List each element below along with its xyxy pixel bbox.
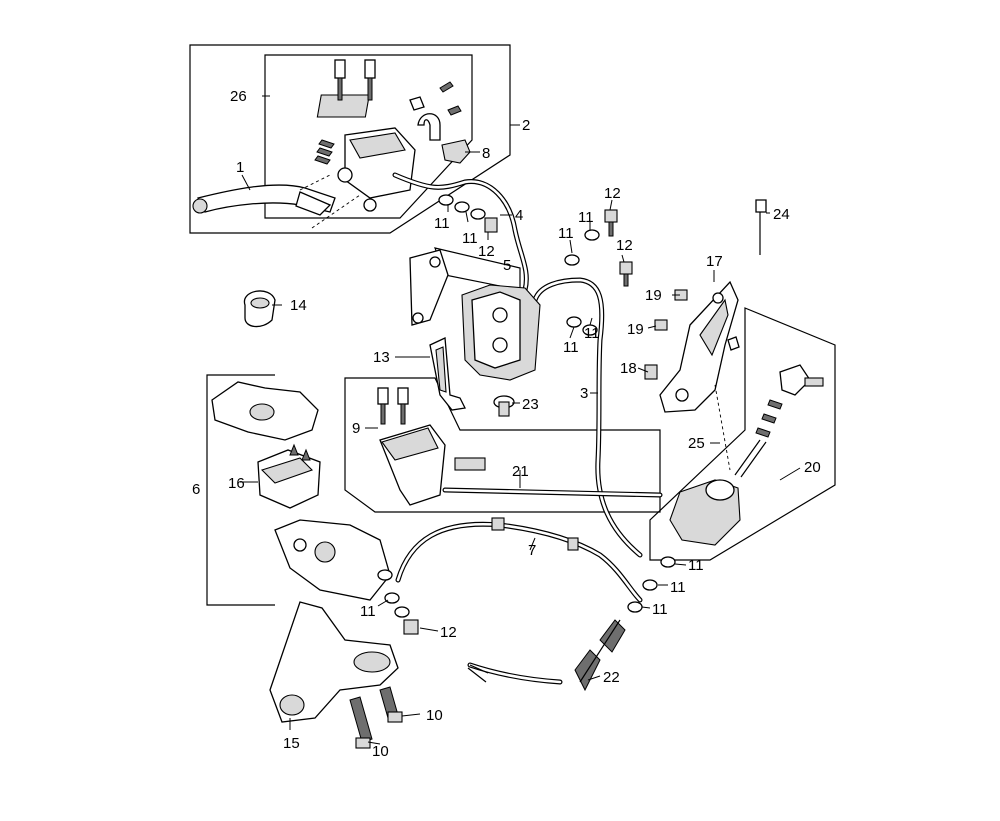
callout-11d: 11 [578, 209, 594, 226]
callout-5: 5 [503, 257, 511, 274]
callout-3: 3 [580, 385, 588, 402]
callout-18: 18 [620, 360, 637, 377]
front-brake-hose-upper [392, 172, 529, 293]
callout-16: 16 [228, 475, 245, 492]
callout-25: 25 [688, 435, 705, 452]
rear-master-cylinder [669, 364, 824, 546]
callout-labels: 1 2 3 4 5 6 7 8 9 10 10 11 11 11 11 11 1… [192, 88, 821, 760]
callout-11a: 11 [434, 215, 450, 232]
callout-14: 14 [290, 297, 307, 314]
callout-22: 22 [603, 669, 620, 686]
rear-brake-pedal-bracket [659, 280, 739, 413]
reservoir-hose-21 [442, 487, 663, 498]
callout-15: 15 [283, 735, 300, 752]
callout-20: 20 [804, 459, 821, 476]
callout-11e: 11 [563, 339, 579, 356]
brake-lever [192, 184, 336, 216]
bleed-valve [493, 395, 515, 417]
callout-24: 24 [773, 206, 790, 223]
frame-group-2 [189, 44, 511, 234]
rear-brake-switch-hose [467, 619, 626, 692]
rear-brake-reservoir [377, 387, 486, 506]
callout-12a: 12 [478, 243, 495, 260]
washers-and-banjo-bolts [438, 194, 633, 336]
handlebar-clamp [409, 81, 462, 141]
caliper-bracket [269, 601, 399, 723]
rear-washers-and-bolts [377, 556, 676, 635]
rear-brake-caliper [211, 381, 391, 601]
callout-10a: 10 [426, 707, 443, 724]
brake-switch [441, 139, 471, 164]
callout-12d: 12 [440, 624, 457, 641]
front-brake-hose-3 [532, 277, 643, 558]
callout-23: 23 [522, 396, 539, 413]
callout-6: 6 [192, 481, 200, 498]
callout-26: 26 [230, 88, 247, 105]
cotter-pin [755, 199, 767, 255]
callout-11j: 11 [360, 603, 376, 620]
front-brake-pads [429, 337, 466, 411]
callout-8: 8 [482, 145, 490, 162]
callout-19b: 19 [627, 321, 644, 338]
rear-brake-hose-7 [395, 517, 643, 603]
callout-4: 4 [515, 207, 523, 224]
callout-2: 2 [522, 117, 530, 134]
callout-11h: 11 [670, 579, 686, 596]
callout-11b: 11 [462, 230, 478, 247]
leader-lines [240, 95, 801, 745]
callout-11g: 11 [688, 557, 704, 574]
front-master-cylinder [299, 59, 416, 229]
callout-9: 9 [352, 420, 360, 437]
callout-12c: 12 [616, 237, 633, 254]
hose-clip [243, 290, 276, 328]
callout-1: 1 [236, 159, 244, 176]
frame-group-6 [206, 374, 275, 606]
callout-11i: 11 [652, 601, 668, 618]
front-brake-caliper [409, 249, 541, 381]
callout-11c: 11 [558, 225, 574, 242]
callout-7: 7 [528, 542, 536, 559]
frame-group-20 [649, 307, 836, 561]
callout-11f: 11 [584, 325, 600, 342]
rear-brake-pads [257, 443, 321, 509]
callout-19a: 19 [645, 287, 662, 304]
callout-21: 21 [512, 463, 529, 480]
caliper-bracket-bolts [349, 686, 403, 749]
callout-13: 13 [373, 349, 390, 366]
callout-10b: 10 [372, 743, 389, 760]
callout-17: 17 [706, 253, 723, 270]
callout-12b: 12 [604, 185, 621, 202]
